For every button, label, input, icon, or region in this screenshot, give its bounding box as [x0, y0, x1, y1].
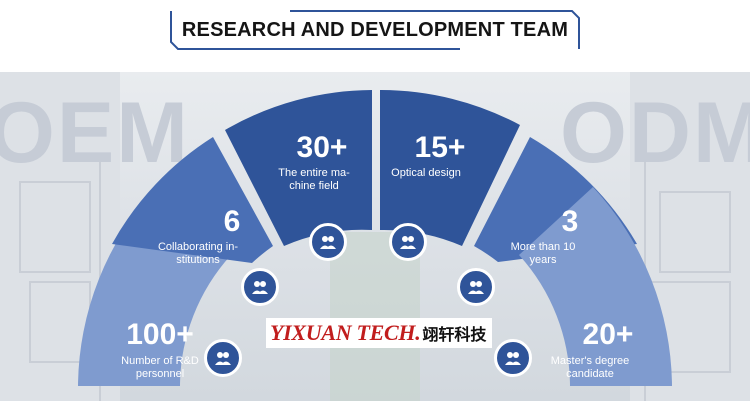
team-icon: [241, 268, 279, 306]
segment-1-shape: [112, 137, 273, 263]
segment-2-label-line-1: The entire ma-: [278, 167, 350, 179]
segment-5-label-line-2: candidate: [566, 368, 614, 380]
segment-2-label: The entire ma- chine field: [254, 167, 374, 193]
title-box: RESEARCH AND DEVELOPMENT TEAM: [170, 10, 580, 50]
segment-3-label-line-1: Optical design: [391, 167, 461, 179]
segment-0-number: 100+: [126, 318, 194, 351]
background-word-left: OEM: [0, 85, 190, 181]
segment-5-label: Master's degree candidate: [530, 355, 650, 381]
segment-0-label: Number of R&D personnel: [100, 355, 220, 381]
team-icon: [494, 339, 532, 377]
segment-3-label: Optical design: [366, 167, 486, 180]
segment-1-number: 6: [223, 205, 241, 238]
team-icon: [457, 268, 495, 306]
segment-1-label-line-1: Collaborating in-: [157, 241, 239, 253]
segment-5-label-line-1: Master's degree: [550, 355, 630, 367]
segment-5-number: 20+: [582, 318, 634, 351]
team-icon: [309, 223, 347, 261]
segment-4-label-line-1: More than 10: [510, 241, 576, 253]
team-icon: [389, 223, 427, 261]
segment-3-shape: [380, 89, 520, 247]
logo-latin-text: YIXUAN TECH.: [270, 320, 421, 345]
team-icon: [204, 339, 242, 377]
logo-chinese-text: 翊轩科技: [422, 325, 487, 344]
title-frame: [170, 10, 580, 50]
company-logo: YIXUAN TECH.翊轩科技: [266, 318, 492, 348]
page-title: RESEARCH AND DEVELOPMENT TEAM: [181, 19, 569, 41]
segment-0-label-line-2: personnel: [135, 368, 185, 380]
segment-2-number: 30+: [296, 131, 348, 164]
segment-4-label-line-2: years: [529, 254, 557, 266]
segment-2-shape: [225, 90, 372, 246]
segment-2-label-line-2: chine field: [289, 180, 339, 192]
segment-1-label: Collaborating in- stitutions: [138, 241, 258, 267]
segment-1-label-line-2: stitutions: [176, 254, 220, 266]
segment-5-shape: [519, 187, 672, 386]
background-word-right: ODM: [560, 85, 750, 181]
machinery-background: [0, 72, 750, 401]
segment-3-number: 15+: [414, 131, 466, 164]
segment-4-label: More than 10 years: [483, 241, 603, 267]
segment-4-number: 3: [561, 205, 579, 238]
segment-0-label-line-1: Number of R&D: [121, 355, 199, 367]
